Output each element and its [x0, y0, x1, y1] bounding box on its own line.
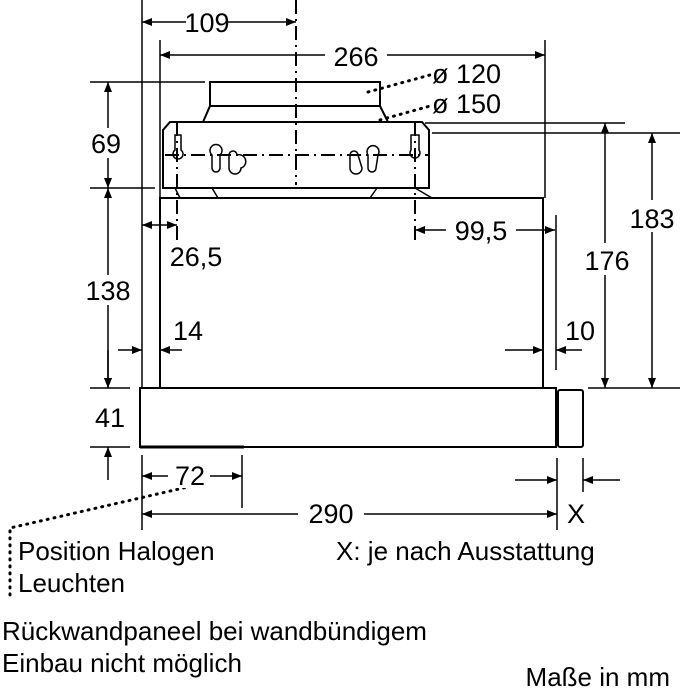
dim-26-5: 26,5 — [170, 242, 223, 272]
hood-body — [139, 197, 584, 449]
mounting-bracket — [162, 0, 433, 240]
dim-109: 109 — [184, 8, 229, 38]
halogen-note-line2: Leuchten — [18, 568, 125, 598]
dim-138: 138 — [85, 276, 130, 306]
dim-69: 69 — [91, 129, 121, 159]
halogen-note-line1: Position Halogen — [18, 536, 215, 566]
extension-lines — [90, 0, 680, 530]
dim-41: 41 — [95, 403, 125, 433]
x-note: X: je nach Ausstattung — [336, 536, 595, 566]
dim-14: 14 — [173, 316, 203, 346]
dim-99-5: 99,5 — [455, 216, 508, 246]
dim-266: 266 — [333, 42, 378, 72]
notes: Position Halogen Leuchten X: je nach Aus… — [2, 536, 670, 690]
leader-lines — [8, 73, 432, 597]
panel-note-line1: Rückwandpaneel bei wandbündigem — [2, 616, 427, 646]
dim-290: 290 — [308, 499, 353, 529]
dim-176: 176 — [584, 246, 629, 276]
dim-72: 72 — [175, 461, 205, 491]
dim-183: 183 — [629, 204, 674, 234]
dim-x: X — [567, 499, 585, 529]
dimension-labels: 109 266 ø 120 ø 150 69 138 41 26,5 99,5 … — [80, 8, 679, 529]
dim-diameter-120: ø 120 — [432, 59, 501, 89]
dim-diameter-150: ø 150 — [432, 89, 501, 119]
panel-note-line2: Einbau nicht möglich — [2, 648, 242, 678]
units-note: Maße in mm — [526, 662, 670, 690]
dim-10: 10 — [565, 316, 595, 346]
